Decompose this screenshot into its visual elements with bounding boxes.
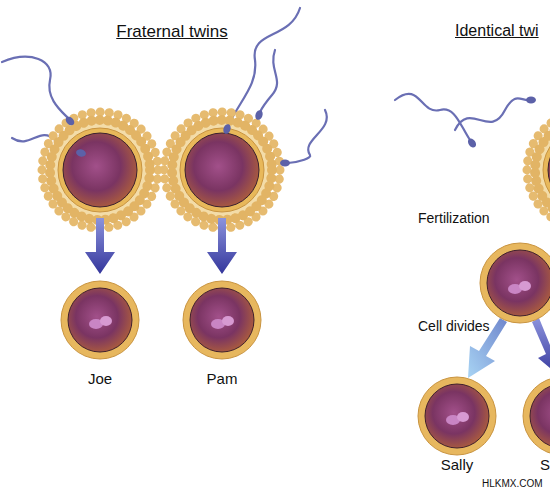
zona bbox=[523, 377, 550, 455]
twin-cell: Pam bbox=[178, 276, 266, 390]
cell-drawing bbox=[518, 372, 550, 460]
development-arrow bbox=[85, 218, 115, 274]
sperm-tail bbox=[288, 110, 327, 163]
twin-name: Pam bbox=[178, 370, 266, 387]
corona bbox=[42, 112, 158, 228]
cell-drawing bbox=[178, 276, 266, 364]
zona bbox=[543, 128, 550, 212]
sperm-tail bbox=[260, 50, 277, 112]
cytoplasm bbox=[425, 384, 489, 448]
sperm-tail bbox=[2, 57, 68, 118]
twin-name: Sally bbox=[413, 456, 501, 473]
sperm-head bbox=[222, 123, 232, 135]
sperm-head bbox=[466, 137, 477, 149]
twin-cell: Joe bbox=[56, 276, 144, 390]
egg-cell bbox=[164, 112, 280, 228]
twin-cell: Sally bbox=[413, 372, 501, 486]
section-heading: Identical twi bbox=[455, 22, 539, 40]
step-label: Cell divides bbox=[418, 318, 490, 334]
section-heading: Fraternal twins bbox=[116, 22, 227, 42]
sperm-tail bbox=[455, 98, 528, 130]
zygote-cell bbox=[480, 243, 550, 323]
corona bbox=[172, 120, 272, 220]
cytoplasm bbox=[190, 288, 254, 352]
nucleus bbox=[222, 316, 234, 326]
nucleus bbox=[457, 412, 469, 422]
sperm-head bbox=[75, 148, 86, 157]
sperm-head bbox=[64, 115, 76, 127]
sperm-head bbox=[254, 109, 264, 121]
zona bbox=[180, 128, 264, 212]
corona bbox=[164, 112, 280, 228]
cytoplasm bbox=[487, 250, 550, 316]
corona bbox=[527, 112, 550, 228]
cell-drawing bbox=[413, 372, 501, 460]
watermark: HLKMX.COM bbox=[482, 478, 543, 489]
sperm-tail bbox=[395, 94, 470, 140]
zona bbox=[418, 377, 496, 455]
sperm-tail bbox=[228, 8, 300, 126]
sperm-head bbox=[526, 97, 536, 104]
egg-cell bbox=[42, 112, 158, 228]
ovum bbox=[63, 133, 137, 207]
twin-name: Joe bbox=[56, 370, 144, 387]
zona bbox=[61, 281, 139, 359]
egg-cell bbox=[527, 112, 550, 228]
cytoplasm bbox=[530, 384, 550, 448]
corona bbox=[50, 120, 150, 220]
ovum bbox=[185, 133, 259, 207]
step-label: Fertilization bbox=[418, 210, 490, 226]
corona bbox=[535, 120, 550, 220]
nucleus bbox=[100, 316, 112, 326]
zona bbox=[480, 243, 550, 323]
division-arrow bbox=[532, 318, 550, 378]
cell-drawing bbox=[56, 276, 144, 364]
zona bbox=[183, 281, 261, 359]
sperm-head bbox=[280, 160, 290, 167]
development-arrow bbox=[207, 218, 237, 274]
nucleus bbox=[519, 281, 531, 291]
twin-name: S bbox=[540, 456, 550, 473]
zona bbox=[58, 128, 142, 212]
sperm-heads bbox=[64, 97, 536, 167]
twin-cell: S bbox=[518, 372, 550, 486]
cytoplasm bbox=[68, 288, 132, 352]
ovum bbox=[548, 133, 550, 207]
